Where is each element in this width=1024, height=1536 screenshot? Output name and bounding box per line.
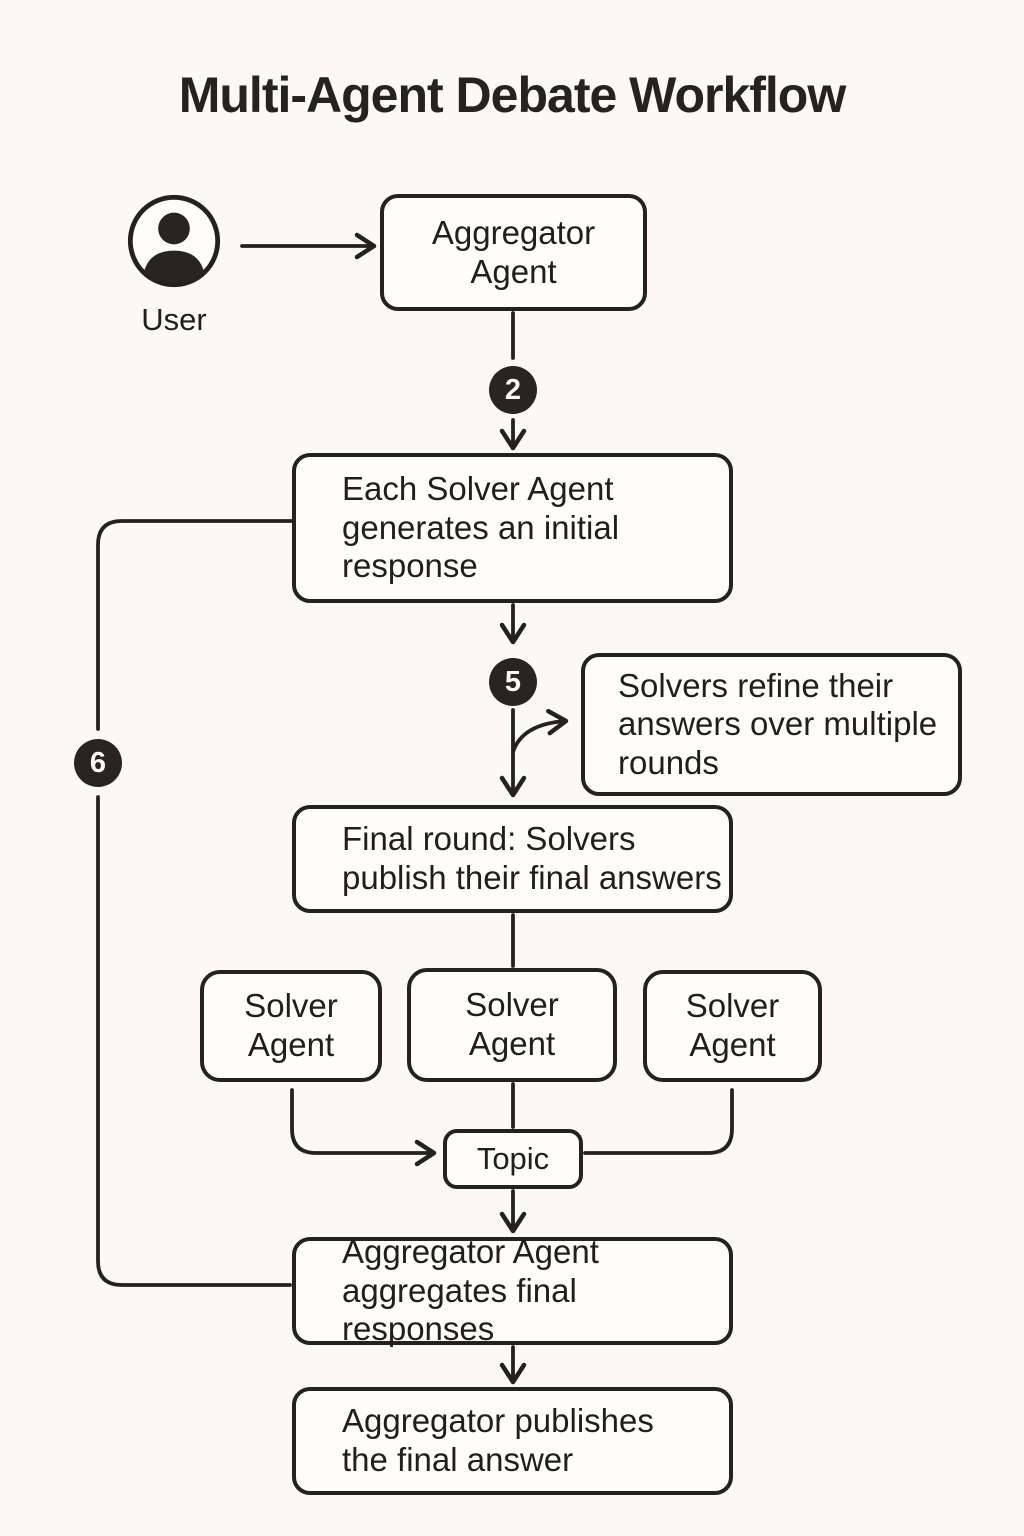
node-label: Solver Agent (685, 987, 780, 1063)
user-label: User (141, 302, 207, 337)
badge-step-6: 6 (74, 739, 122, 787)
user-icon (126, 193, 222, 289)
node-initial-response: Each Solver Agent generates an initial r… (292, 453, 733, 603)
node-solvers-refine: Solvers refine their answers over multip… (581, 653, 962, 796)
node-label: Aggregator Agent aggregates final respon… (342, 1233, 599, 1348)
node-label: Each Solver Agent generates an initial r… (342, 470, 620, 585)
node-label: Solver Agent (465, 986, 559, 1062)
node-label: Solver Agent (244, 987, 338, 1063)
node-solver-agent-left: Solver Agent (200, 970, 382, 1082)
badge-step-5: 5 (489, 658, 537, 706)
node-label: Topic (476, 1140, 550, 1176)
node-label: Aggregator Agent (431, 213, 596, 290)
node-aggregate-responses: Aggregator Agent aggregates final respon… (292, 1233, 733, 1347)
edge-solverright-topic (583, 1088, 734, 1155)
node-publish-final: Aggregator publishes the final answer (292, 1387, 733, 1495)
user-head (158, 212, 190, 245)
edge-loop-top (96, 519, 294, 731)
node-label: Solvers refine their answers over multip… (618, 666, 938, 781)
node-final-round: Final round: Solvers publish their final… (292, 805, 733, 913)
edge-branch-refine (511, 708, 569, 754)
edge-loop-bottom (96, 795, 292, 1287)
node-solver-agent-right: Solver Agent (643, 970, 822, 1082)
node-label: Final round: Solvers publish their final… (342, 820, 722, 896)
node-topic: Topic (443, 1129, 583, 1189)
badge-step-2: 2 (489, 366, 537, 414)
node-label: Aggregator publishes the final answer (342, 1402, 654, 1478)
edge-solverleft-topic (290, 1088, 437, 1167)
page-title: Multi-Agent Debate Workflow (178, 67, 847, 123)
node-aggregator-agent: Aggregator Agent (380, 194, 647, 311)
user-shoulders (142, 250, 206, 284)
node-solver-agent-middle: Solver Agent (407, 968, 617, 1082)
